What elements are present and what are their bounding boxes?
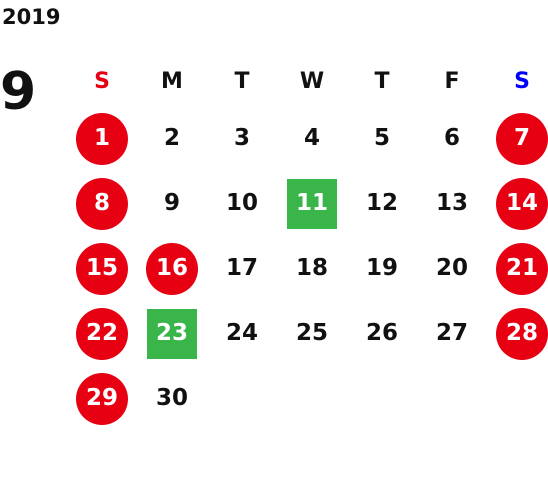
day-cell: 21 [487,236,548,301]
weekday-monday: M [161,68,183,94]
day-number[interactable]: 20 [435,255,468,281]
week-row: 1 2 3 4 5 6 7 [67,106,548,171]
day-cell: 20 [417,236,487,301]
month-label: 9 [0,62,37,122]
event-day[interactable]: 11 [287,178,337,229]
day-cell: 29 [67,366,137,431]
holiday-day[interactable]: 14 [496,177,548,230]
day-cell: 11 [277,171,347,236]
weekday-wednesday: W [299,68,325,94]
day-cell: 18 [277,236,347,301]
day-number[interactable]: 12 [365,190,398,216]
day-cell: 4 [277,106,347,171]
empty-day-cell [347,366,417,431]
weekday-friday: F [444,68,460,94]
day-cell: 5 [347,106,417,171]
day-cell: 8 [67,171,137,236]
day-number[interactable]: 9 [163,190,180,216]
day-cell: 2 [137,106,207,171]
day-cell: 16 [137,236,207,301]
day-cell: 1 [67,106,137,171]
week-row: 29 30 [67,366,548,431]
day-cell: 19 [347,236,417,301]
day-cell: 17 [207,236,277,301]
weekday-sunday: S [94,68,110,94]
day-number[interactable]: 4 [303,125,320,151]
day-number[interactable]: 26 [365,320,398,346]
week-row: 15 16 17 18 19 20 21 [67,236,548,301]
weekday-thursday: T [374,68,390,94]
empty-day-cell [487,366,548,431]
day-cell: 15 [67,236,137,301]
day-number[interactable]: 13 [435,190,468,216]
day-cell: 7 [487,106,548,171]
day-number[interactable]: 5 [373,125,390,151]
day-number[interactable]: 10 [225,190,258,216]
holiday-day[interactable]: 28 [496,307,548,360]
year-label: 2019 [2,5,61,29]
holiday-day[interactable]: 15 [76,242,128,295]
empty-day-cell [417,366,487,431]
day-cell: 28 [487,301,548,366]
day-number[interactable]: 25 [295,320,328,346]
holiday-day[interactable]: 22 [76,307,128,360]
weekday-saturday: S [514,68,530,94]
holiday-day[interactable]: 7 [496,112,548,165]
day-cell: 3 [207,106,277,171]
holiday-day[interactable]: 21 [496,242,548,295]
empty-day-cell [277,366,347,431]
day-cell: 23 [137,301,207,366]
day-cell: 9 [137,171,207,236]
day-number[interactable]: 3 [233,125,250,151]
holiday-day[interactable]: 29 [76,372,128,425]
day-number[interactable]: 30 [155,385,188,411]
day-number[interactable]: 17 [225,255,258,281]
day-number[interactable]: 24 [225,320,258,346]
week-row: 8 9 10 11 12 13 14 [67,171,548,236]
day-cell: 25 [277,301,347,366]
weekday-header-row: S M T W T F S [67,56,548,106]
day-cell: 6 [417,106,487,171]
day-cell: 30 [137,366,207,431]
day-number[interactable]: 2 [163,125,180,151]
holiday-day[interactable]: 1 [76,112,128,165]
holiday-day[interactable]: 16 [146,242,198,295]
empty-day-cell [207,366,277,431]
day-cell: 10 [207,171,277,236]
day-cell: 12 [347,171,417,236]
day-cell: 14 [487,171,548,236]
event-day[interactable]: 23 [147,308,197,359]
day-number[interactable]: 27 [435,320,468,346]
day-number[interactable]: 19 [365,255,398,281]
day-number[interactable]: 6 [443,125,460,151]
day-cell: 27 [417,301,487,366]
week-row: 22 23 24 25 26 27 28 [67,301,548,366]
day-cell: 24 [207,301,277,366]
day-cell: 26 [347,301,417,366]
holiday-day[interactable]: 8 [76,177,128,230]
day-cell: 22 [67,301,137,366]
day-cell: 13 [417,171,487,236]
day-number[interactable]: 18 [295,255,328,281]
weekday-tuesday: T [234,68,250,94]
